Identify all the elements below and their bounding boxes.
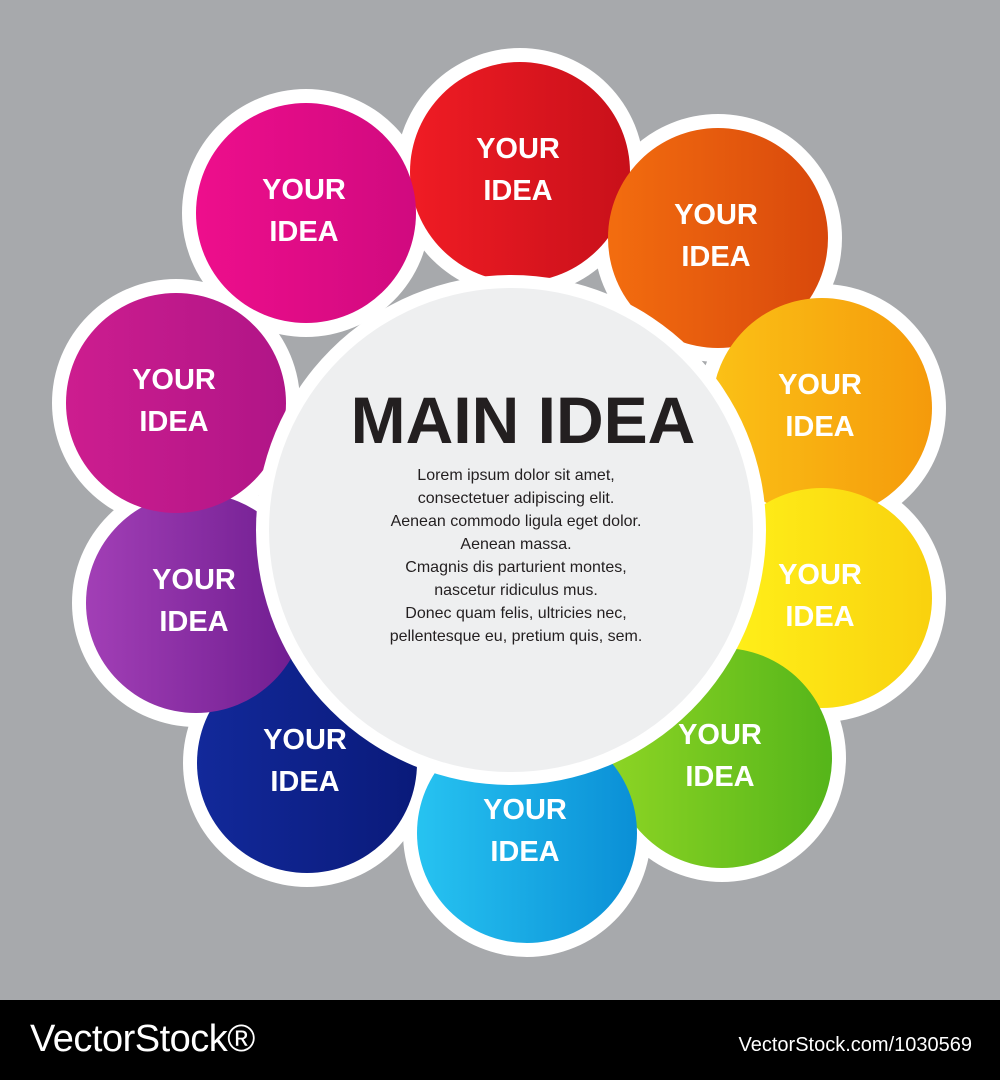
petal-label-line2: IDEA [159,606,228,638]
petal-idea-2 [608,128,828,348]
petal-label-line1: YOUR [778,369,862,401]
petal-label-line1: YOUR [152,564,236,596]
petal-label-line2: IDEA [785,601,854,633]
petal-label-line1: YOUR [132,364,216,396]
petal-idea-8 [86,493,306,713]
vectorstock-logo: VectorStock® [30,1018,255,1060]
petal-label-line2: IDEA [139,406,208,438]
main-idea-body: Lorem ipsum dolor sit amet, consectetuer … [390,467,643,645]
main-idea-body-line: Cmagnis dis parturient montes, [405,559,626,576]
center-circle: MAIN IDEA Lorem ipsum dolor sit amet, con… [256,275,766,785]
petal-label-line1: YOUR [483,794,567,826]
petal-idea-10 [196,103,416,323]
petal-label-line2: IDEA [681,241,750,273]
main-idea-body-line: Donec quam felis, ultricies nec, [405,605,626,622]
petal-label-line1: YOUR [674,199,758,231]
diagram-canvas: MAIN IDEA Lorem ipsum dolor sit amet, con… [52,48,946,957]
petal-idea-4 [712,488,932,708]
petal-idea-9 [66,293,286,513]
petal-label-line2: IDEA [490,836,559,868]
main-idea-body-line: Aenean commodo ligula eget dolor. [391,513,642,530]
petal-label-line2: IDEA [270,766,339,798]
petal-label-line2: IDEA [483,175,552,207]
petal-fills [66,62,932,943]
petal-label-line1: YOUR [778,559,862,591]
petal-label-line1: YOUR [678,719,762,751]
main-idea-body-line: consectetuer adipiscing elit. [418,490,615,507]
petal-idea-3 [712,298,932,518]
image-id: VectorStock.com/1030569 [738,1034,972,1056]
petal-label-line2: IDEA [269,216,338,248]
main-idea-body-line: nascetur ridiculus mus. [434,582,598,599]
petal-label-line1: YOUR [262,174,346,206]
petal-label-line2: IDEA [685,761,754,793]
main-idea-body-line: pellentesque eu, pretium quis, sem. [390,628,643,645]
petal-label-line1: YOUR [476,133,560,165]
center-fill [269,288,753,772]
main-idea-body-line: Lorem ipsum dolor sit amet, [417,467,614,484]
petal-labels: YOUR IDEA YOUR IDEA YOUR IDEA YOUR IDEA YOUR IDEA… [132,133,862,868]
petal-label-line2: IDEA [785,411,854,443]
footer-bar: VectorStock® VectorStock.com/1030569 [0,1000,1000,1080]
main-idea-body-line: Aenean massa. [460,536,571,553]
main-idea-title: MAIN IDEA [351,383,696,457]
idea-diagram: MAIN IDEA Lorem ipsum dolor sit amet, con… [52,48,946,957]
petal-label-line1: YOUR [263,724,347,756]
petal-idea-1 [410,62,630,282]
